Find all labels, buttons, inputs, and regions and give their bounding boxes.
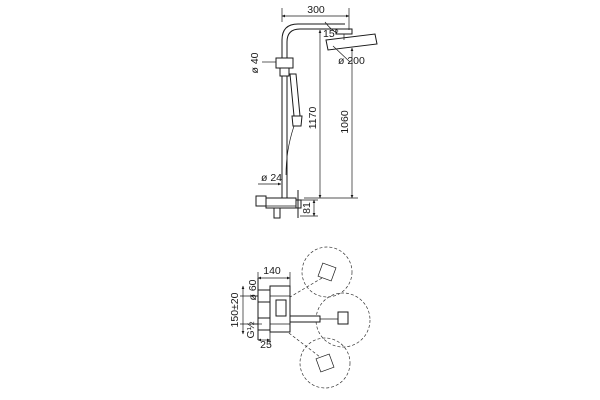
- slider-diameter-label: ø 40: [249, 52, 261, 73]
- mixer-depth-dimension: 140: [257, 265, 291, 288]
- plan-view: 140 ø 60 150±20 G½ 25: [229, 246, 371, 389]
- head-height-label: 1060: [339, 110, 351, 134]
- tilt-arc: [324, 21, 338, 34]
- elevation-view: ø 40 ø 24 300 15° ø 200 11: [249, 4, 378, 219]
- arm-length-dimension: 300: [281, 4, 350, 30]
- plan-arm-and-head: [283, 311, 349, 325]
- riser-column: [281, 23, 345, 205]
- hand-shower-slider: [275, 57, 303, 176]
- pipe-diameter-label: ø 24: [261, 172, 282, 184]
- mixer-height-label: 81: [301, 202, 313, 214]
- swivel-circle-bottom: [299, 337, 351, 389]
- head-tilt-label: 15°: [323, 28, 339, 40]
- mixer-depth-label: 140: [263, 265, 281, 277]
- plan-mixer-body: [257, 285, 291, 333]
- swivel-circle-top: [301, 246, 353, 298]
- thread-label: G½: [245, 321, 257, 338]
- head-sweep-circle: [315, 292, 371, 348]
- arm-length-label: 300: [307, 4, 325, 16]
- offset-label: 25: [260, 339, 272, 351]
- column-height-label: 1170: [307, 107, 319, 130]
- head-diameter-label: ø 200: [338, 55, 365, 67]
- column-height-dimension: 1170: [307, 29, 322, 199]
- head-height-dimension: 1060: [304, 47, 358, 199]
- mixer-height-dimension: 81: [300, 199, 318, 217]
- centres-label: 150±20: [229, 292, 241, 327]
- thermostatic-mixer: [255, 195, 302, 219]
- fitting-diameter-label: ø 60: [247, 279, 259, 300]
- offset-dimension: 25: [257, 332, 272, 351]
